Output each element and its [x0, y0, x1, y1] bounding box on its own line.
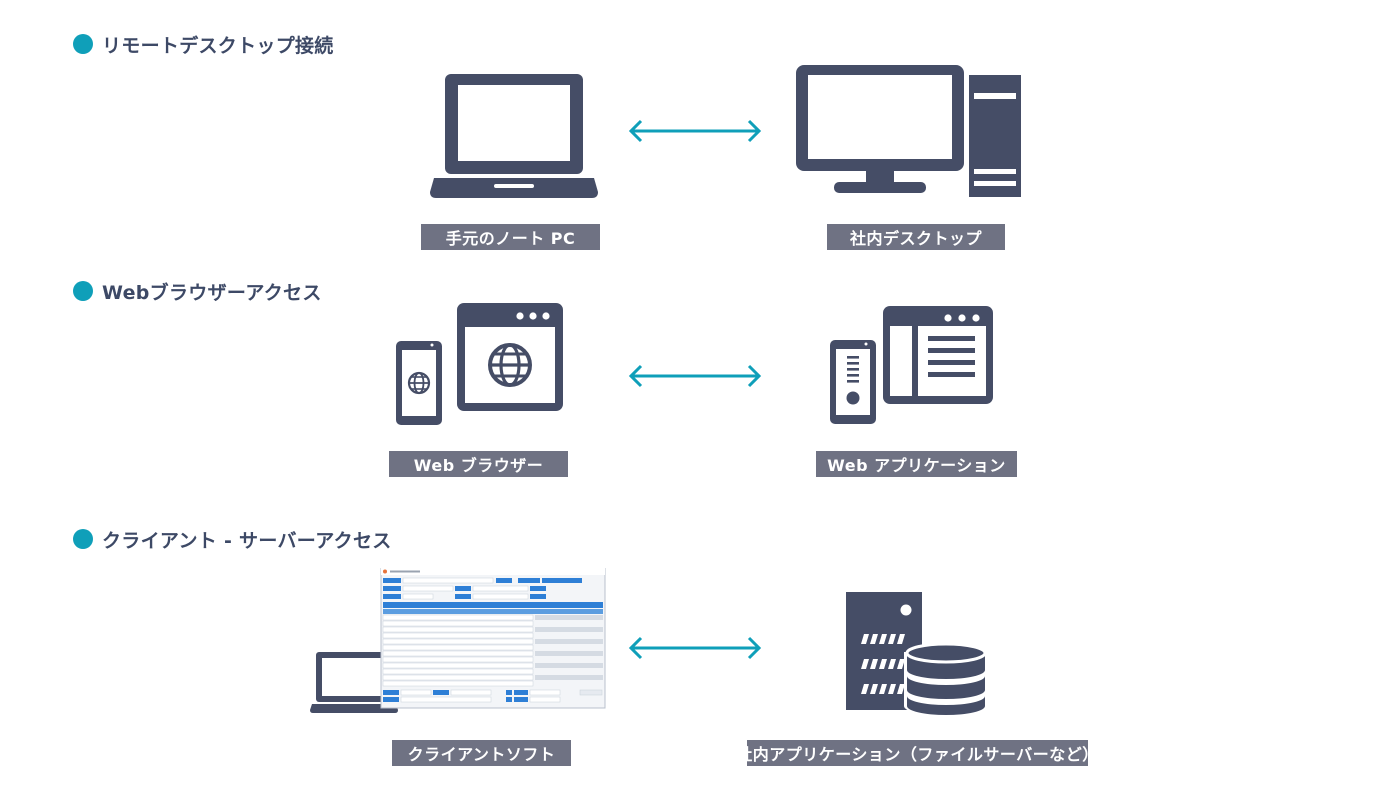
section-heading-remote-desktop: リモートデスクトップ接続	[73, 32, 334, 57]
section-title: クライアント - サーバーアクセス	[102, 529, 392, 552]
section-heading-client-server: クライアント - サーバーアクセス	[73, 527, 392, 552]
web-application-icon	[830, 306, 993, 424]
desktop-pc-icon	[796, 65, 1021, 197]
bidirectional-arrow-icon	[628, 636, 762, 660]
label-web-browser: Web ブラウザー	[389, 451, 568, 477]
label-local-laptop: 手元のノート PC	[421, 224, 600, 250]
bidirectional-arrow-icon	[628, 364, 762, 388]
browser-globe-icon	[396, 303, 563, 425]
bidirectional-arrow-icon	[628, 119, 762, 143]
bullet-dot-icon	[73, 281, 93, 301]
label-client-software: クライアントソフト	[392, 740, 571, 766]
bullet-dot-icon	[73, 34, 93, 54]
label-internal-application: 社内アプリケーション（ファイルサーバーなど）	[736, 740, 1098, 766]
server-database-icon	[846, 592, 988, 716]
laptop-icon	[430, 74, 598, 198]
bullet-dot-icon	[73, 529, 93, 549]
label-office-desktop: 社内デスクトップ	[827, 224, 1005, 250]
section-title: Webブラウザーアクセス	[102, 281, 322, 304]
section-title: リモートデスクトップ接続	[102, 34, 334, 57]
section-heading-web-browser: Webブラウザーアクセス	[73, 279, 322, 304]
client-software-icon	[310, 568, 606, 713]
label-web-application: Web アプリケーション	[816, 451, 1017, 477]
